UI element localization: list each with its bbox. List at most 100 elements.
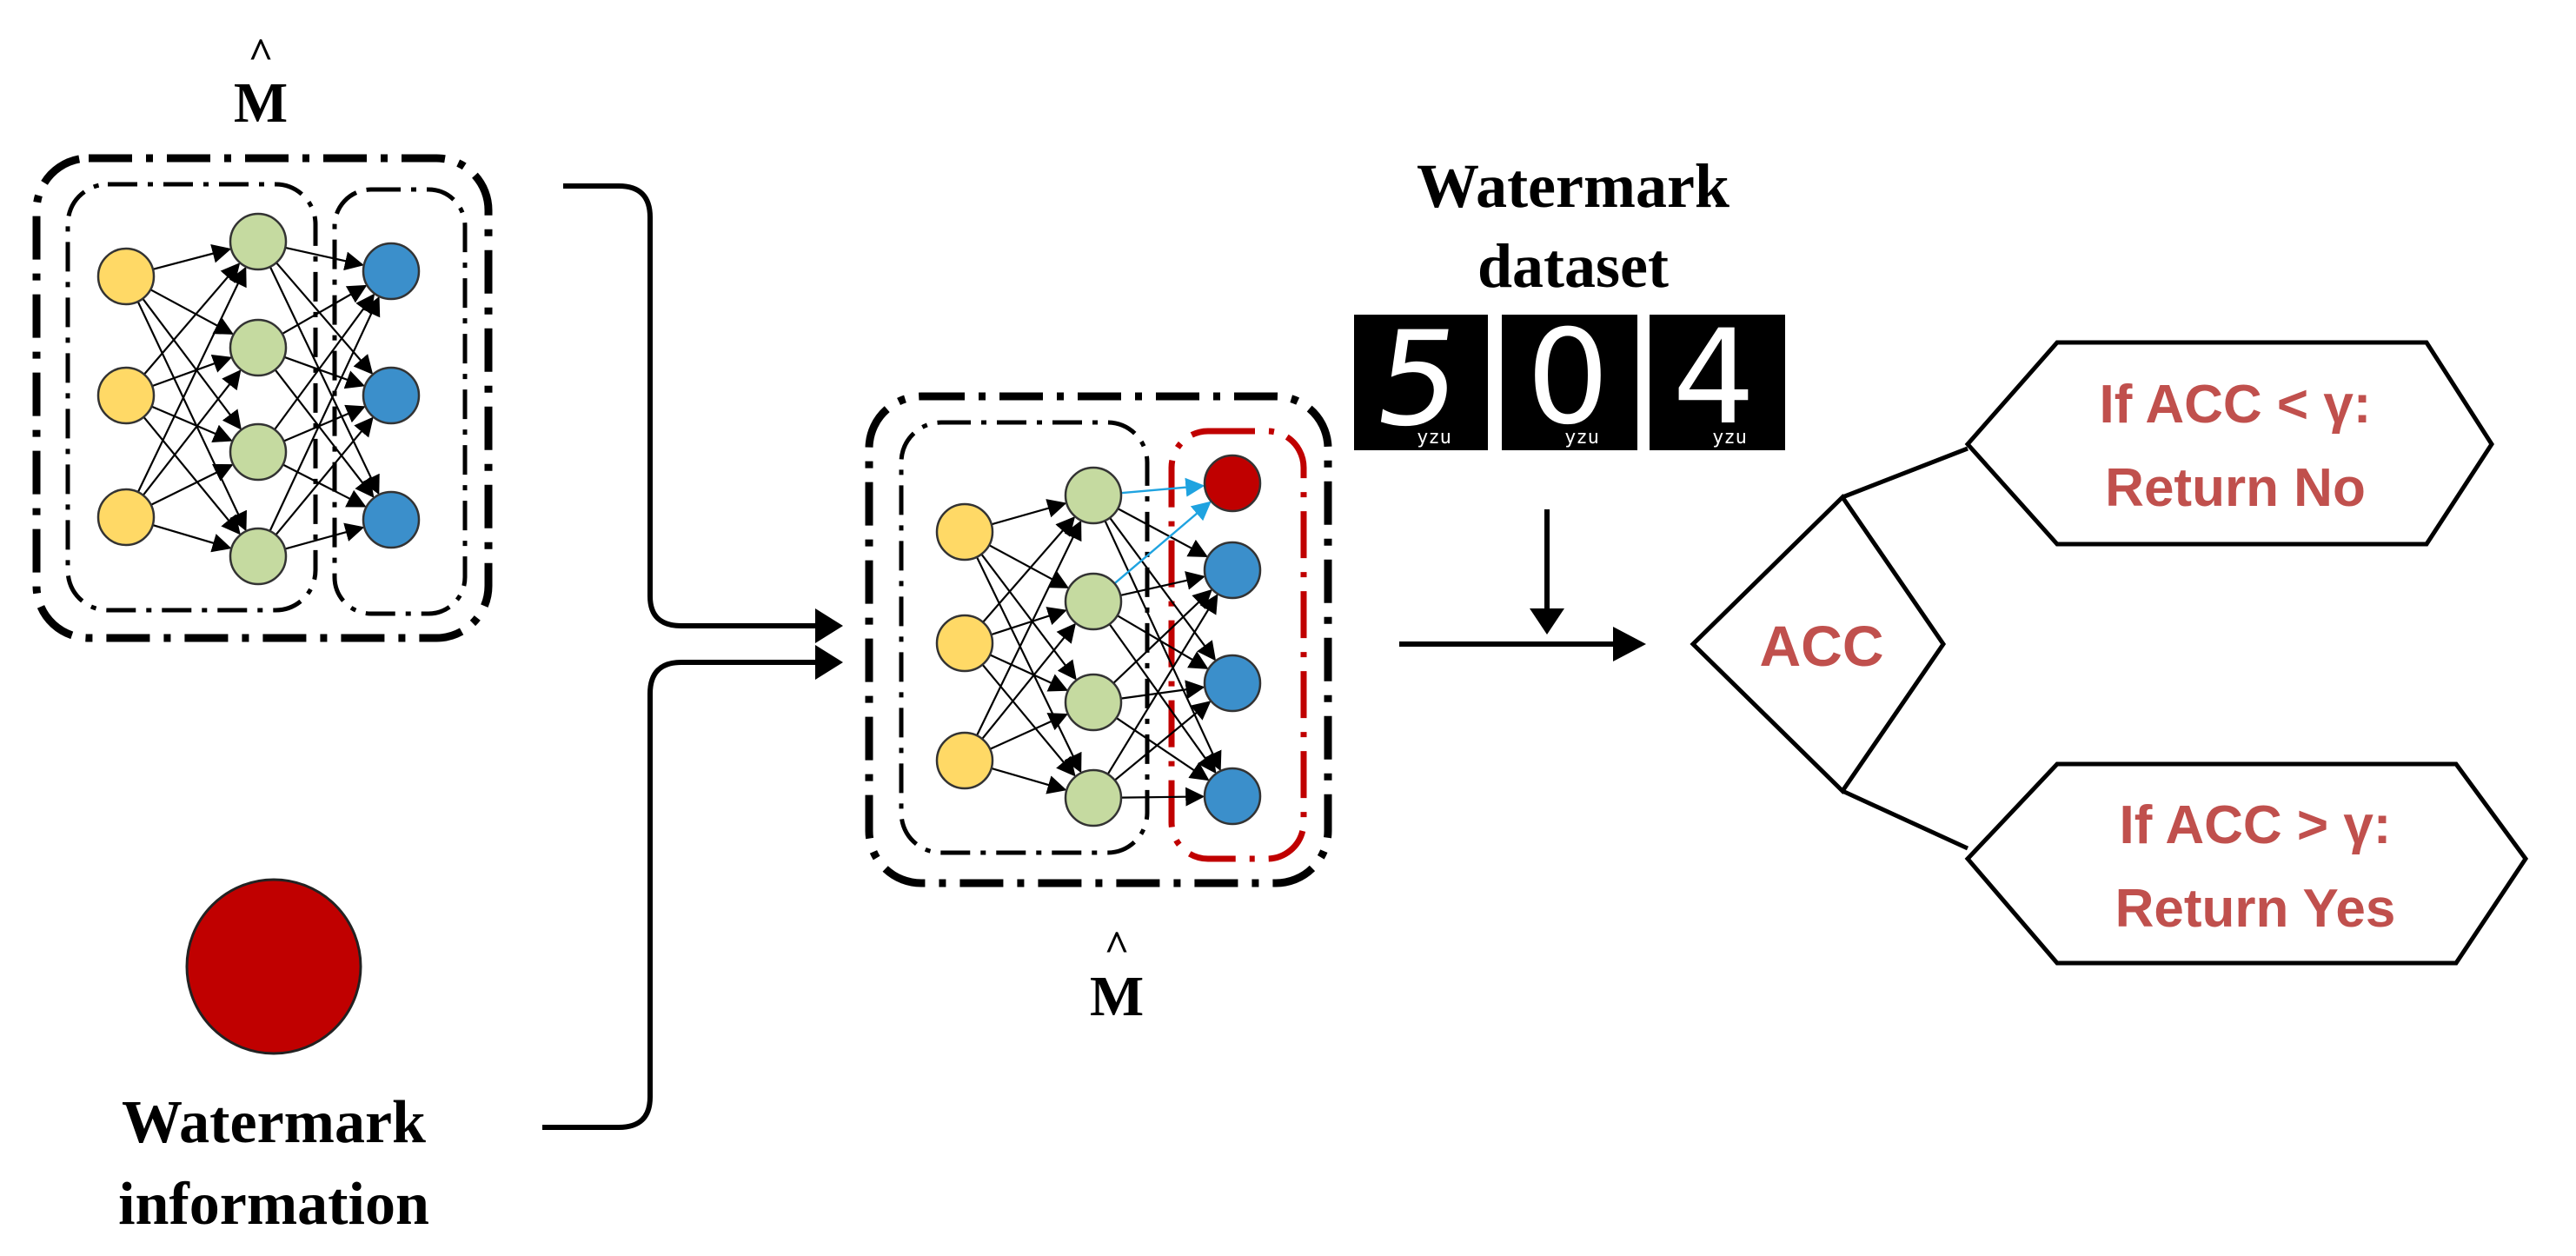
connection-edge bbox=[991, 499, 1067, 526]
hidden-neuron bbox=[1064, 572, 1123, 631]
connection-edge bbox=[980, 553, 1077, 681]
connection-edge bbox=[284, 246, 364, 271]
digit-image-trigger: yzu bbox=[1712, 427, 1747, 449]
connection-edge bbox=[1117, 508, 1208, 557]
outcome-no-line1: If ACC < γ: bbox=[2100, 375, 2372, 435]
output-neuron bbox=[362, 366, 421, 425]
digit-image-value: 0 bbox=[1526, 302, 1609, 454]
connection-edge bbox=[981, 663, 1076, 777]
connection-edge bbox=[282, 284, 368, 335]
dataset-down-arrowhead bbox=[1530, 608, 1564, 635]
connection-edge bbox=[1104, 520, 1222, 772]
watermarked-model-feature-box bbox=[899, 420, 1150, 855]
connection-edge bbox=[269, 296, 381, 532]
hidden-neuron bbox=[1064, 768, 1123, 827]
original-model-outer-box bbox=[32, 154, 493, 642]
model-label-hat: ^ bbox=[248, 29, 273, 77]
watermark-to-embedding-arrow bbox=[542, 660, 815, 1130]
connection-edge bbox=[275, 416, 374, 536]
watermark-dataset-line2: dataset bbox=[1477, 231, 1669, 301]
watermarked-model-label-letter: M bbox=[1090, 965, 1144, 1028]
watermark-information-line1: Watermark bbox=[122, 1089, 426, 1156]
output-neuron bbox=[362, 490, 421, 549]
connection-edge bbox=[152, 524, 232, 553]
output-neuron bbox=[1203, 541, 1262, 600]
hidden-neuron bbox=[229, 527, 288, 586]
model-to-embedding-arrow bbox=[563, 183, 815, 628]
digit-image-icon: 4 yzu bbox=[1650, 302, 1785, 454]
model-label-letter: M bbox=[234, 71, 288, 135]
output-neuron bbox=[362, 242, 421, 301]
connection-edge bbox=[142, 297, 242, 430]
connection-edge bbox=[989, 654, 1069, 692]
watermark-connection-edge bbox=[1120, 477, 1205, 497]
watermarked-model-connections bbox=[975, 477, 1222, 807]
outcome-no-line2: Return No bbox=[2105, 458, 2366, 518]
digit-image-trigger: yzu bbox=[1564, 427, 1599, 449]
original-model-nodes bbox=[96, 212, 421, 586]
connection-edge bbox=[152, 244, 232, 270]
connection-edge bbox=[981, 622, 1077, 740]
hidden-neuron bbox=[229, 422, 288, 482]
digit-image-icon: 5 yzu bbox=[1354, 303, 1488, 455]
connection-edge bbox=[1113, 701, 1212, 781]
connection-edge bbox=[269, 266, 380, 495]
connection-edge bbox=[1112, 588, 1212, 684]
connection-edge bbox=[283, 404, 366, 442]
connection-edge bbox=[988, 544, 1070, 588]
output-neuron bbox=[1203, 654, 1262, 713]
connection-edge bbox=[1117, 615, 1209, 669]
original-model-group: ^ M bbox=[32, 29, 493, 642]
digit-image-trigger: yzu bbox=[1417, 427, 1451, 449]
digit-image-icon: 0 yzu bbox=[1502, 302, 1637, 454]
connection-edge bbox=[991, 767, 1067, 794]
hidden-neuron bbox=[1064, 466, 1123, 525]
watermarked-classifier-box bbox=[1168, 428, 1307, 862]
connection-edge bbox=[991, 607, 1067, 636]
merge-arrowhead-top bbox=[815, 608, 843, 643]
watermarked-model-label-hat: ^ bbox=[1104, 921, 1129, 970]
connection-edge bbox=[149, 289, 235, 335]
decision-to-yes-connector bbox=[1841, 788, 1969, 851]
merge-arrowhead-bottom bbox=[815, 645, 843, 680]
digit-image-value: 4 bbox=[1672, 302, 1755, 454]
input-neuron bbox=[96, 247, 156, 306]
input-neuron bbox=[935, 731, 994, 790]
watermark-dataset-group: Watermark dataset 5 yzu 0 yzu 4 yzu bbox=[1354, 151, 1785, 455]
connection-edge bbox=[282, 463, 367, 508]
watermarked-model-group: ^ M bbox=[865, 392, 1332, 1028]
connection-edge bbox=[1109, 517, 1217, 661]
watermark-dataset-line1: Watermark bbox=[1417, 151, 1730, 221]
model-to-acc-arrowhead bbox=[1613, 627, 1646, 661]
connection-edge bbox=[283, 356, 366, 389]
watermarked-model-outer-box bbox=[865, 392, 1332, 887]
input-neuron bbox=[96, 366, 156, 425]
acc-decision-label: ACC bbox=[1760, 614, 1884, 678]
input-neuron bbox=[935, 614, 994, 673]
watermark-node-icon bbox=[185, 878, 362, 1055]
connection-edge bbox=[276, 262, 374, 375]
connection-edge bbox=[274, 293, 375, 430]
outcome-yes-line2: Return Yes bbox=[2115, 879, 2396, 939]
watermark-information-line2: information bbox=[118, 1171, 429, 1238]
connection-edge bbox=[151, 354, 233, 388]
output-neuron bbox=[1203, 454, 1262, 513]
connection-edge bbox=[982, 515, 1076, 623]
connection-edge bbox=[1108, 623, 1217, 774]
hidden-neuron bbox=[229, 318, 288, 377]
original-model-classifier-box bbox=[332, 187, 468, 616]
connection-edge bbox=[150, 405, 233, 442]
original-model-connections bbox=[136, 244, 381, 553]
decision-to-no-connector bbox=[1842, 446, 1969, 500]
original-model-feature-box bbox=[65, 182, 318, 613]
connection-edge bbox=[1119, 571, 1205, 597]
connection-edge bbox=[142, 369, 242, 496]
output-neuron bbox=[1203, 767, 1262, 826]
connection-edge bbox=[1115, 716, 1210, 781]
input-neuron bbox=[935, 502, 994, 562]
input-neuron bbox=[96, 488, 156, 547]
connection-edge bbox=[136, 301, 247, 532]
connection-edge bbox=[1120, 680, 1205, 700]
hidden-neuron bbox=[1064, 673, 1123, 732]
